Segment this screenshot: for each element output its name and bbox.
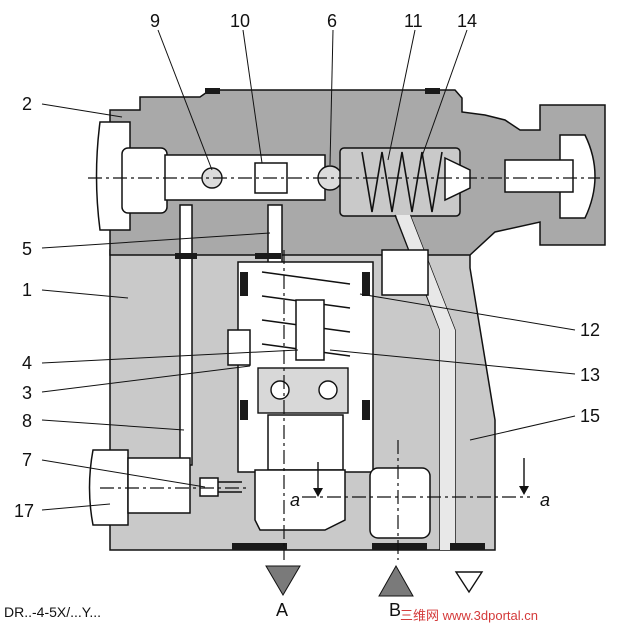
leader-11 xyxy=(387,29,416,161)
pilot-left-cap-inner xyxy=(121,147,168,214)
seal xyxy=(372,543,427,550)
callout-6: 6 xyxy=(327,11,337,31)
leader-7 xyxy=(41,459,206,488)
spool-orifice-right xyxy=(318,380,338,400)
spring-plate-14 xyxy=(444,156,471,202)
watermark-text: 三维网 www.3dportal.cn xyxy=(400,608,538,623)
callout-14: 14 xyxy=(457,11,477,31)
seal xyxy=(175,253,197,259)
port-a-passage xyxy=(254,469,346,531)
port-b-symbol xyxy=(378,564,414,597)
callout-7: 7 xyxy=(22,450,32,470)
callout-15: 15 xyxy=(580,406,600,426)
callout-2: 2 xyxy=(22,94,32,114)
side-chamber xyxy=(227,329,251,366)
port-b-passage xyxy=(369,467,431,539)
leader-5 xyxy=(41,232,271,249)
seal xyxy=(362,272,370,296)
leader-15 xyxy=(469,415,576,441)
main-spool-lower xyxy=(267,414,344,471)
callout-4: 4 xyxy=(22,353,32,373)
model-caption: DR..-4-5X/...Y... xyxy=(4,604,101,620)
port-b-label: B xyxy=(389,600,401,620)
seal xyxy=(255,253,281,259)
section-mark-left: a xyxy=(290,490,300,510)
leader-9 xyxy=(157,29,213,171)
leader-1 xyxy=(41,289,129,299)
callout-1: 1 xyxy=(22,280,32,300)
leader-10 xyxy=(242,29,263,164)
spool-orifice-left xyxy=(270,380,290,400)
check-plug-7 xyxy=(199,477,219,497)
callout-9: 9 xyxy=(150,11,160,31)
leader-17 xyxy=(41,503,111,511)
spring-plate-4 xyxy=(295,299,325,361)
section-mark-right: a xyxy=(540,490,550,510)
section-arrow-right-head xyxy=(519,486,529,495)
seal xyxy=(232,543,287,550)
seal xyxy=(240,272,248,296)
leader-12 xyxy=(359,293,576,331)
leader-2 xyxy=(41,103,123,118)
callout-10: 10 xyxy=(230,11,250,31)
drain-port-symbol xyxy=(454,571,484,594)
seal xyxy=(362,400,370,420)
control-line-8 xyxy=(179,204,193,466)
adjustment-screw xyxy=(504,159,574,193)
adjustment-knob xyxy=(559,134,596,219)
callout-5: 5 xyxy=(22,239,32,259)
port-a-label: A xyxy=(276,600,288,620)
leader-14 xyxy=(419,29,468,163)
leader-3 xyxy=(41,365,251,393)
seal xyxy=(450,543,485,550)
plug-body xyxy=(127,457,191,514)
drain-passage-fill xyxy=(396,215,455,550)
plug-thread xyxy=(218,481,242,493)
leader-13 xyxy=(329,349,576,375)
port-a-symbol xyxy=(265,565,301,596)
leader-6 xyxy=(329,29,334,166)
callout-3: 3 xyxy=(22,383,32,403)
seal xyxy=(240,400,248,420)
callout-17: 17 xyxy=(14,501,34,521)
callout-11: 11 xyxy=(404,11,423,31)
section-arrow-left-head xyxy=(313,488,323,497)
pilot-spring-11 xyxy=(361,151,443,213)
leader-8 xyxy=(41,419,185,431)
pilot-spring-chamber xyxy=(339,147,461,217)
callout-12: 12 xyxy=(580,320,600,340)
callout-13: 13 xyxy=(580,365,600,385)
leader-4 xyxy=(41,349,299,364)
seal xyxy=(205,88,220,94)
seal xyxy=(425,88,440,94)
callout-8: 8 xyxy=(22,411,32,431)
lower-bore xyxy=(381,249,429,296)
